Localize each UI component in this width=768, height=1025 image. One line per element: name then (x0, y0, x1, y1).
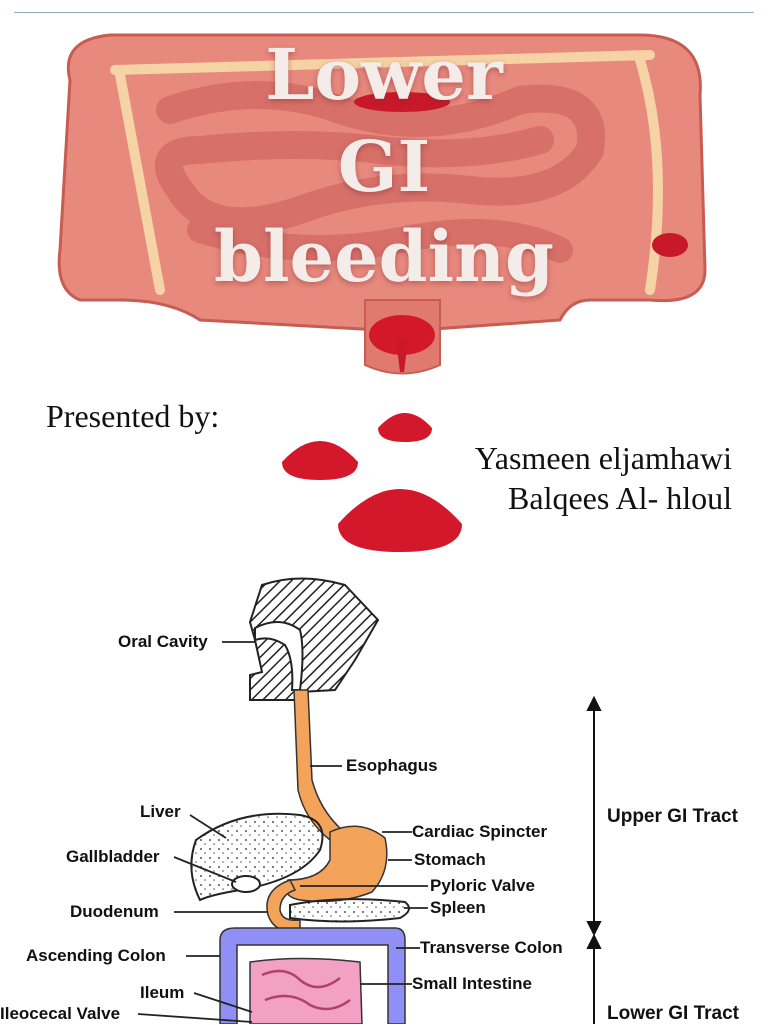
label-spleen: Spleen (430, 898, 486, 917)
presenter-name-1: Yasmeen eljamhawi (474, 440, 732, 476)
label-esophagus: Esophagus (346, 756, 438, 775)
presented-by-label: Presented by: (46, 398, 220, 434)
label-small-intestine: Small Intestine (412, 974, 532, 993)
label-liver: Liver (140, 802, 181, 821)
large-intestine-graphic (57, 33, 707, 375)
blood-drops (282, 413, 462, 552)
label-transverse-colon: Transverse Colon (420, 938, 563, 957)
label-ileocecal-valve: Ileocecal Valve (0, 1004, 121, 1023)
label-stomach: Stomach (414, 850, 486, 869)
label-oral-cavity: Oral Cavity (118, 632, 208, 651)
title-line-3: bleeding (214, 215, 554, 298)
title-line-2: GI (337, 125, 431, 208)
label-ileum: Ileum (140, 983, 185, 1002)
label-cardiac-spincter: Cardiac Spincter (412, 822, 548, 841)
label-ascending-colon: Ascending Colon (26, 946, 166, 965)
label-pyloric-valve: Pyloric Valve (430, 876, 535, 895)
label-lower-gi-tract: Lower GI Tract (607, 1003, 739, 1024)
label-gallbladder: Gallbladder (66, 847, 160, 866)
label-upper-gi-tract: Upper GI Tract (607, 806, 738, 827)
presenter-name-2: Balqees Al- hloul (508, 480, 732, 516)
top-rule (14, 12, 754, 13)
title-line-1: Lower (265, 33, 503, 116)
label-duodenum: Duodenum (70, 902, 159, 921)
